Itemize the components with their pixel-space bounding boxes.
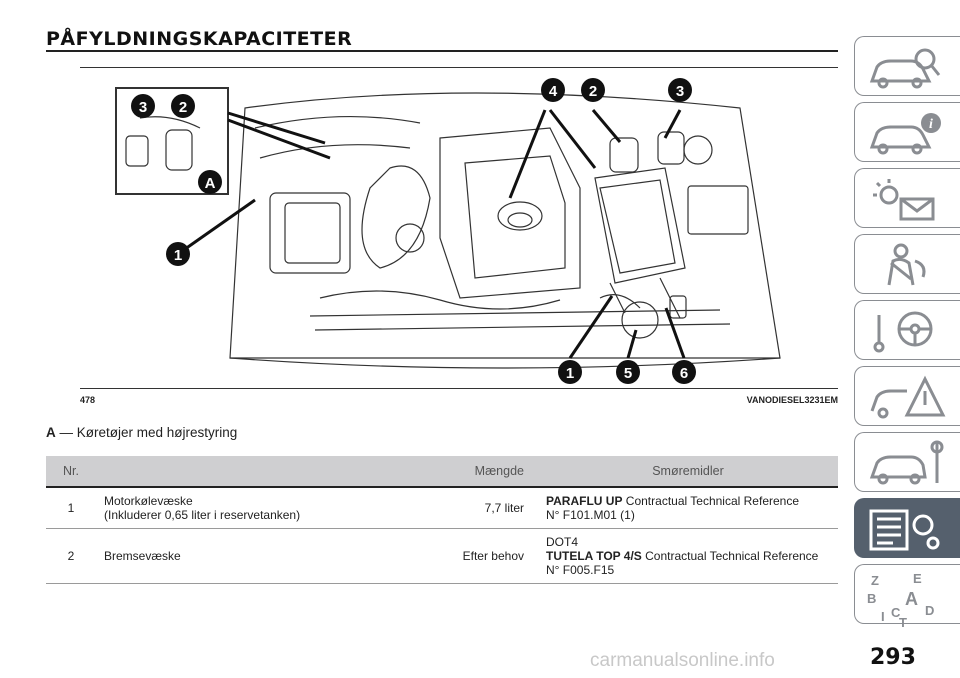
lubricant-spec: Contractual Technical Reference	[645, 549, 819, 563]
header-quantity: Mængde	[432, 456, 532, 488]
car-warning-triangle-icon	[870, 375, 946, 419]
table-header-row: Nr. Mængde Smøremidler	[46, 456, 838, 488]
table-row: 1 Motorkølevæske (Inkluderer 0,65 liter …	[46, 487, 838, 529]
note-letter: A	[46, 425, 56, 440]
engine-bay-figure: 3 2 A 1 4 2 3 1 5 6	[80, 67, 838, 389]
callout-markers: 3 2 A 1 4 2 3 1 5 6	[131, 78, 696, 384]
desc-line: Motorkølevæske	[104, 494, 193, 508]
seatbelt-airbag-icon	[887, 243, 926, 286]
row-description: Bremsevæske	[96, 528, 432, 584]
car-wrench-icon	[869, 440, 944, 485]
tab-technical-data[interactable]	[854, 498, 960, 558]
svg-text:I: I	[881, 609, 885, 624]
callout-top-3: 3	[676, 83, 684, 100]
watermark: carmanualsonline.info	[590, 650, 775, 671]
svg-text:C: C	[891, 605, 901, 620]
lubricant-name: TUTELA TOP 4/S	[546, 549, 642, 563]
row-quantity: 7,7 liter	[432, 487, 532, 529]
svg-text:i: i	[929, 117, 933, 132]
callout-top-4: 4	[549, 83, 558, 100]
lubricant-ref: N° F101.M01 (1)	[546, 508, 635, 522]
row-number: 1	[46, 487, 96, 529]
header-nr: Nr.	[46, 456, 96, 488]
car-info-icon: i	[869, 113, 941, 155]
tab-warning-lights[interactable]	[854, 168, 960, 228]
desc-line: Bremsevæske	[104, 549, 181, 563]
desc-line: (Inkluderer 0,65 liter i reservetanken)	[104, 508, 301, 522]
callout-bottom-1: 1	[566, 365, 574, 382]
svg-text:D: D	[925, 603, 934, 618]
svg-text:A: A	[905, 589, 918, 609]
callout-bottom-6: 6	[680, 365, 688, 382]
figure-code: VANODIESEL3231EM	[746, 395, 838, 405]
svg-text:T: T	[899, 615, 907, 627]
figure-note: A — Køretøjer med højrestyring	[46, 425, 237, 440]
callout-inset-a: A	[205, 175, 216, 192]
row-lubricant: PARAFLU UP Contractual Technical Referen…	[532, 487, 838, 529]
capacity-table: Nr. Mængde Smøremidler 1 Motorkølevæske …	[46, 456, 838, 584]
specs-list-gear-icon	[869, 509, 940, 551]
callout-left-1: 1	[174, 247, 182, 264]
title-divider	[46, 50, 838, 52]
page-number: 293	[870, 645, 916, 670]
svg-text:E: E	[913, 571, 922, 586]
row-number: 2	[46, 528, 96, 584]
steering-wheel-key-icon	[873, 311, 933, 353]
svg-text:Z: Z	[871, 573, 879, 588]
row-quantity: Efter behov	[432, 528, 532, 584]
lubricant-prefix: DOT4	[546, 535, 579, 549]
figure-number: 478	[80, 395, 96, 405]
lubricant-spec: Contractual Technical Reference	[625, 494, 800, 508]
callout-inset-3: 3	[139, 99, 147, 116]
callout-inset-2: 2	[179, 99, 187, 116]
tab-emergency[interactable]	[854, 366, 960, 426]
lubricant-ref: N° F005.F15	[546, 563, 615, 577]
row-lubricant: DOT4 TUTELA TOP 4/S Contractual Technica…	[532, 528, 838, 584]
row-description: Motorkølevæske (Inkluderer 0,65 liter i …	[96, 487, 432, 529]
warning-light-message-icon	[873, 179, 935, 221]
engine-bay-illustration: 3 2 A 1 4 2 3 1 5 6	[115, 78, 781, 384]
table-row: 2 Bremsevæske Efter behov DOT4 TUTELA TO…	[46, 528, 838, 584]
svg-text:B: B	[867, 591, 876, 606]
lubricant-name: PARAFLU UP	[546, 494, 623, 508]
tab-car-search[interactable]	[854, 36, 960, 96]
page-title: PÅFYLDNINGSKAPACITETER	[46, 28, 353, 50]
note-text: — Køretøjer med højrestyring	[55, 425, 238, 440]
header-desc	[96, 456, 432, 488]
callout-bottom-5: 5	[624, 365, 632, 382]
header-lubricants: Smøremidler	[532, 456, 838, 488]
tab-maintenance[interactable]	[854, 432, 960, 492]
car-search-icon	[869, 48, 941, 89]
tab-driving[interactable]	[854, 300, 960, 360]
tab-safety[interactable]	[854, 234, 960, 294]
tab-car-info[interactable]: i	[854, 102, 960, 162]
callout-top-2: 2	[589, 83, 597, 100]
